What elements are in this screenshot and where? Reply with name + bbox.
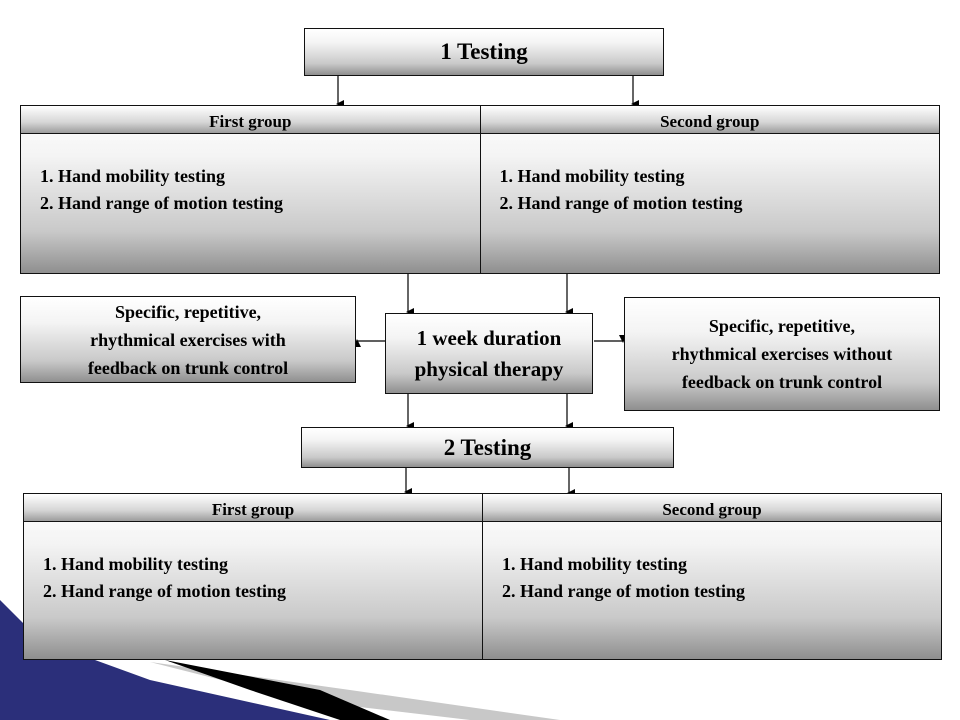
groups2-first-item-1: 1. Hand mobility testing <box>43 554 229 574</box>
groups1-second-item-1: 1. Hand mobility testing <box>499 166 685 186</box>
groups2-second-item-1: 1. Hand mobility testing <box>502 554 688 574</box>
testing1-title: 1 Testing <box>440 39 528 64</box>
groups1-box: First group Second group 1. Hand mobilit… <box>20 105 940 274</box>
groups2-first-cell: 1. Hand mobility testing 2. Hand range o… <box>24 521 482 659</box>
left-exercise-box: Specific, repetitive, rhythmical exercis… <box>20 296 356 383</box>
groups1-first-cell: 1. Hand mobility testing 2. Hand range o… <box>21 133 480 273</box>
groups1-header-row: First group Second group <box>21 106 939 134</box>
therapy-line-2: physical therapy <box>414 356 564 381</box>
testing2-title: 2 Testing <box>443 434 532 460</box>
groups2-first-header: First group <box>211 500 295 519</box>
groups1-first-header: First group <box>209 112 292 131</box>
therapy-line-1: 1 week duration <box>416 325 562 350</box>
groups2-first-item-2: 2. Hand range of motion testing <box>43 581 286 601</box>
groups1-second-item-2: 2. Hand range of motion testing <box>499 193 743 213</box>
groups2-second-cell: 1. Hand mobility testing 2. Hand range o… <box>482 521 941 659</box>
testing2-box: 2 Testing <box>301 427 674 468</box>
left-exercise-line-3: feedback on trunk control <box>87 357 289 378</box>
groups2-box: First group Second group 1. Hand mobilit… <box>23 493 942 660</box>
left-exercise-line-2: rhythmical exercises with <box>90 329 286 350</box>
groups2-second-header: Second group <box>482 494 941 521</box>
left-exercise-line-1: Specific, repetitive, <box>114 301 262 322</box>
groups2-second-item-2: 2. Hand range of motion testing <box>502 581 745 601</box>
groups1-second-header: Second group <box>479 106 940 133</box>
right-exercise-line-2: rhythmical exercises without <box>671 344 893 364</box>
groups1-first-item-2: 2. Hand range of motion testing <box>40 193 283 213</box>
groups2-header-row: First group Second group <box>24 494 941 522</box>
therapy-box: 1 week duration physical therapy <box>385 313 593 394</box>
groups1-second-cell: 1. Hand mobility testing 2. Hand range o… <box>479 133 940 273</box>
groups2-body-row: 1. Hand mobility testing 2. Hand range o… <box>24 521 941 659</box>
right-exercise-line-3: feedback on trunk control <box>681 372 883 392</box>
groups1-body-row: 1. Hand mobility testing 2. Hand range o… <box>21 133 939 273</box>
decor-blue-swoosh <box>0 600 330 720</box>
right-exercise-box: Specific, repetitive, rhythmical exercis… <box>624 297 940 411</box>
decor-grey-swoosh <box>150 662 560 720</box>
right-exercise-line-1: Specific, repetitive, <box>708 316 856 336</box>
groups1-first-item-1: 1. Hand mobility testing <box>40 166 226 186</box>
testing1-box: 1 Testing <box>304 28 664 76</box>
decor-black-swoosh <box>165 660 390 720</box>
